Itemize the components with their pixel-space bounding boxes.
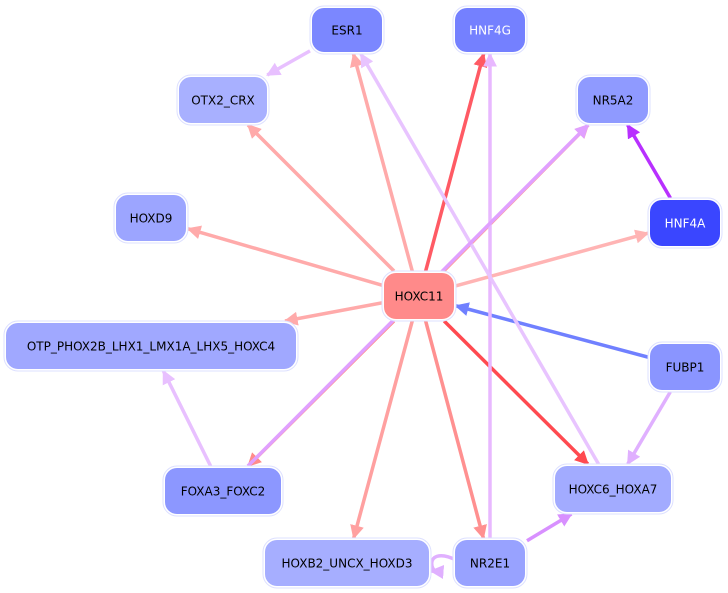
node-box: [384, 273, 454, 319]
edge-hoxc11-to-hoxc6_hoxa7: [442, 319, 590, 466]
node-hnf4g[interactable]: HNF4G: [452, 5, 528, 55]
edge-hoxc11-to-hnf4g: [423, 52, 488, 272]
node-label: HNF4A: [665, 217, 707, 231]
node-box: [455, 540, 525, 586]
node-box: [650, 344, 720, 390]
node-foxa3-foxc2[interactable]: FOXA3_FOXC2: [162, 465, 284, 517]
node-box: [165, 468, 281, 514]
node-label: NR2E1: [470, 557, 510, 571]
node-box: [179, 77, 267, 123]
node-label: FUBP1: [666, 361, 705, 375]
node-hoxc11[interactable]: HOXC11: [381, 270, 457, 322]
edge-hoxc11-to-esr1: [350, 52, 414, 272]
node-box: [265, 540, 429, 586]
node-otp[interactable]: OTP_PHOX2B_LHX1_LMX1A_LHX5_HOXC4: [3, 320, 299, 372]
edge-nr2e1-to-hoxb2_uncx_hoxd3: [429, 554, 457, 579]
node-box: [455, 8, 525, 52]
edge-hoxc11-to-hnf4a: [455, 229, 650, 288]
node-esr1[interactable]: ESR1: [309, 5, 385, 55]
node-nr2e1[interactable]: NR2E1: [452, 537, 528, 589]
node-label: HNF4G: [469, 24, 511, 38]
node-box: [650, 200, 720, 246]
node-hoxd9[interactable]: HOXD9: [113, 192, 189, 244]
edge-hoxc11-to-otx2_crx: [246, 123, 396, 273]
edge-nr2e1-to-hoxc6_hoxa7: [526, 512, 573, 543]
edge-hoxc11-to-hoxb2_uncx_hoxd3: [350, 320, 414, 540]
node-label: HOXC11: [395, 290, 444, 304]
node-label: HOXD9: [130, 212, 173, 226]
node-box: [116, 195, 186, 241]
node-label: HOXC6_HOXA7: [569, 483, 658, 497]
node-box: [555, 466, 671, 512]
edge-hnf4a-to-nr5a2: [626, 123, 672, 199]
node-box: [6, 323, 296, 369]
edge-esr1-to-otx2_crx: [266, 49, 311, 77]
node-box: [578, 77, 648, 123]
edge-hoxc11-to-otp: [283, 301, 383, 326]
node-hoxb2-uncx-hoxd3[interactable]: HOXB2_UNCX_HOXD3: [262, 537, 432, 589]
node-label: HOXB2_UNCX_HOXD3: [282, 557, 413, 571]
edge-hoxc11-to-nr2e1: [423, 320, 487, 540]
node-fubp1[interactable]: FUBP1: [647, 341, 723, 393]
node-label: NR5A2: [593, 94, 634, 108]
node-hnf4a[interactable]: HNF4A: [647, 197, 723, 249]
node-box: [312, 8, 382, 52]
node-hoxc6-hoxa7[interactable]: HOXC6_HOXA7: [552, 463, 674, 515]
edge-fubp1-to-hoxc11: [454, 302, 649, 359]
node-label: FOXA3_FOXC2: [181, 485, 266, 499]
edge-hoxc11-to-hoxd9: [186, 225, 383, 287]
node-label: ESR1: [331, 24, 362, 38]
edge-foxa3_foxc2-to-otp: [161, 369, 213, 467]
node-nr5a2[interactable]: NR5A2: [575, 74, 651, 126]
node-label: OTX2_CRX: [191, 94, 255, 108]
edge-fubp1-to-hoxc6_hoxa7: [626, 391, 672, 466]
edge-hoxc6_hoxa7-to-esr1: [359, 52, 601, 465]
node-otx2-crx[interactable]: OTX2_CRX: [176, 74, 270, 126]
node-label: OTP_PHOX2B_LHX1_LMX1A_LHX5_HOXC4: [27, 340, 275, 354]
